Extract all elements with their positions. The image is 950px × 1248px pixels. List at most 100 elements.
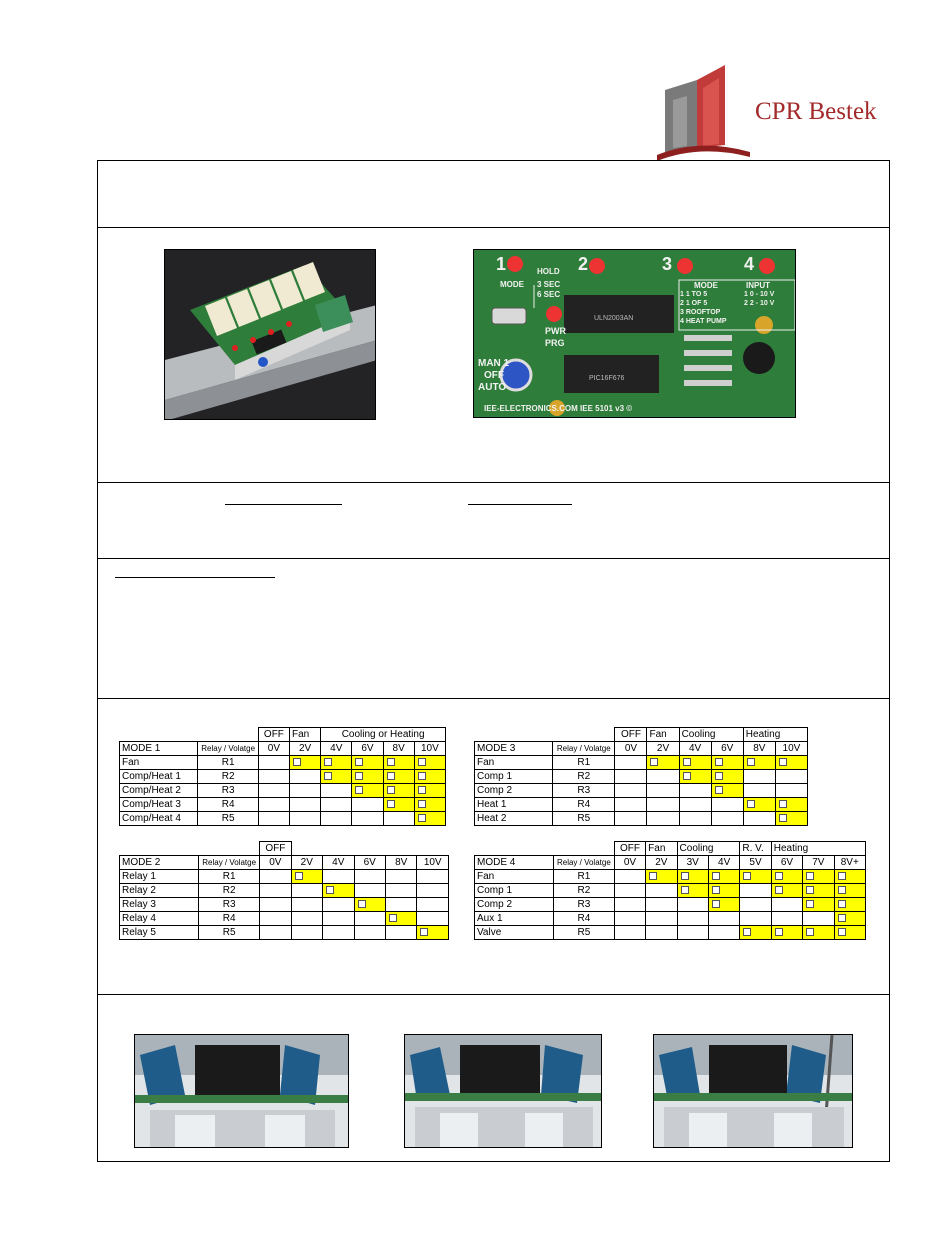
group-header-cell: OFF bbox=[613, 841, 647, 856]
relay-off-cell bbox=[678, 783, 712, 798]
board-prg-label: PRG bbox=[545, 338, 565, 348]
section-divider bbox=[98, 482, 889, 483]
voltage-header-cell: 6V bbox=[351, 741, 384, 756]
board-3sec-label: 3 SEC bbox=[537, 280, 561, 289]
row-label: Comp/Heat 4 bbox=[118, 811, 199, 826]
relay-off-cell bbox=[290, 911, 324, 926]
board-label-3: 3 bbox=[662, 254, 673, 274]
checkbox-icon bbox=[417, 786, 426, 795]
relay-id: R1 bbox=[552, 755, 616, 770]
relay-off-cell bbox=[742, 783, 776, 798]
heading-underline bbox=[225, 504, 342, 505]
checkbox-icon bbox=[774, 886, 783, 895]
checkbox-icon bbox=[417, 814, 426, 823]
relay-on-cell bbox=[710, 783, 744, 798]
relay-off-cell bbox=[645, 911, 678, 926]
relay-voltage-label: Relay / Volatge bbox=[198, 855, 261, 870]
checkbox-icon bbox=[355, 772, 364, 781]
row-label: Comp/Heat 3 bbox=[118, 797, 199, 812]
checkbox-icon bbox=[386, 786, 395, 795]
relay-on-cell bbox=[676, 869, 709, 884]
relay-on-cell bbox=[353, 897, 386, 912]
relay-off-cell bbox=[259, 883, 292, 898]
board-off-label: OFF bbox=[484, 370, 504, 381]
row-label: Valve bbox=[474, 925, 554, 940]
group-header-cell: Fan bbox=[646, 727, 680, 742]
board-label-2: 2 bbox=[578, 254, 589, 274]
relay-off-cell bbox=[645, 897, 678, 912]
relay-off-cell bbox=[384, 883, 418, 898]
checkbox-icon bbox=[714, 786, 723, 795]
voltage-header-cell: 6V bbox=[353, 855, 386, 870]
group-header-cell: R. V. bbox=[739, 841, 772, 856]
relay-off-cell bbox=[646, 797, 680, 812]
row-label: Comp 1 bbox=[474, 883, 554, 898]
relay-on-cell bbox=[770, 883, 804, 898]
voltage-header-cell: 10V bbox=[416, 855, 449, 870]
board-mode-3: 3 ROOFTOP bbox=[680, 309, 721, 316]
relay-id: R1 bbox=[553, 869, 615, 884]
checkbox-icon bbox=[711, 872, 720, 881]
relay-on-cell bbox=[770, 925, 804, 940]
relay-on-cell bbox=[710, 755, 744, 770]
checkbox-icon bbox=[743, 872, 752, 881]
relay-off-cell bbox=[257, 783, 291, 798]
circuit-board-closeup: 1 2 3 4 HOLD MODE 3 SEC 6 SEC PWR PRG MA… bbox=[473, 249, 796, 418]
checkbox-icon bbox=[837, 886, 846, 895]
relay-off-cell bbox=[645, 883, 678, 898]
heading-underline bbox=[468, 504, 572, 505]
relay-off-cell bbox=[645, 925, 678, 940]
relay-on-cell bbox=[707, 883, 741, 898]
checkbox-icon bbox=[388, 914, 397, 923]
relay-off-cell bbox=[739, 883, 772, 898]
board-pwr-label: PWR bbox=[545, 326, 566, 336]
relay-off-cell bbox=[257, 755, 291, 770]
section-divider bbox=[98, 698, 889, 699]
board-label-1: 1 bbox=[496, 254, 507, 274]
checkbox-icon bbox=[837, 914, 846, 923]
group-header-cell: OFF bbox=[614, 727, 648, 742]
voltage-header-cell: 2V bbox=[646, 741, 680, 756]
board-mode-header: MODE bbox=[694, 281, 718, 290]
checkbox-icon bbox=[293, 758, 302, 767]
relay-off-cell bbox=[739, 911, 772, 926]
relay-on-cell bbox=[384, 911, 418, 926]
checkbox-icon bbox=[774, 872, 783, 881]
checkbox-icon bbox=[778, 758, 787, 767]
relay-off-cell bbox=[257, 797, 291, 812]
relay-on-cell bbox=[413, 783, 447, 798]
relay-off-cell bbox=[646, 811, 680, 826]
relay-off-cell bbox=[259, 897, 292, 912]
relay-on-cell bbox=[320, 769, 353, 784]
voltage-header-cell: 8V bbox=[384, 855, 418, 870]
relay-id: R4 bbox=[552, 797, 616, 812]
relay-off-cell bbox=[351, 811, 384, 826]
relay-on-cell bbox=[707, 897, 741, 912]
voltage-header-cell: 7V bbox=[802, 855, 835, 870]
relay-off-cell bbox=[384, 869, 418, 884]
relay-id: R5 bbox=[197, 811, 259, 826]
chip-label-2: PIC16F676 bbox=[589, 375, 625, 382]
checkbox-icon bbox=[806, 886, 815, 895]
board-6sec-label: 6 SEC bbox=[537, 290, 561, 299]
checkbox-icon bbox=[324, 758, 333, 767]
relay-on-cell bbox=[739, 869, 772, 884]
voltage-header-cell: 4V bbox=[322, 855, 355, 870]
relay-off-cell bbox=[770, 911, 804, 926]
relay-id: R3 bbox=[552, 783, 616, 798]
relay-off-cell bbox=[259, 925, 292, 940]
relay-on-cell bbox=[382, 755, 415, 770]
checkbox-icon bbox=[778, 814, 787, 823]
relay-voltage-label: Relay / Volatge bbox=[197, 741, 259, 756]
relay-off-cell bbox=[710, 797, 744, 812]
